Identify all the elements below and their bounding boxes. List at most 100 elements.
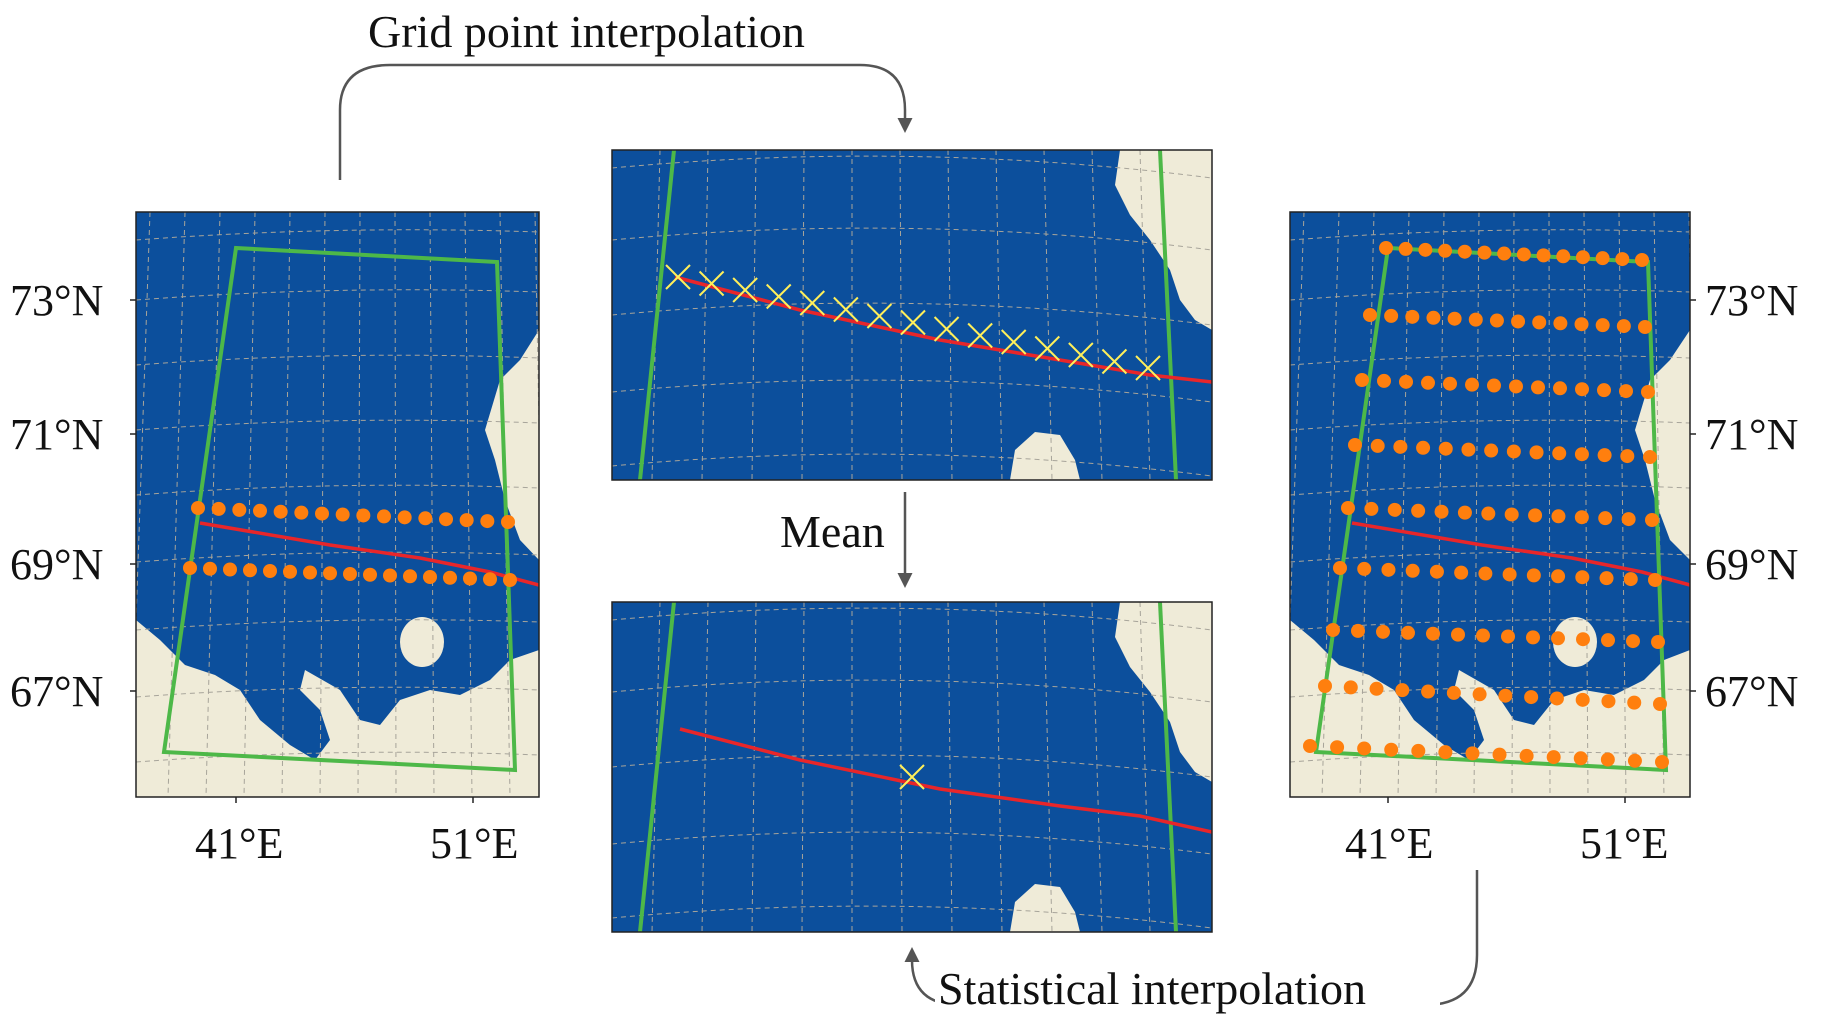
grid-point — [377, 509, 391, 524]
grid-point — [383, 568, 397, 583]
grid-point — [1446, 685, 1461, 700]
stat-interp-label: Statistical interpolation — [938, 963, 1366, 1014]
grid-point — [459, 513, 474, 528]
grid-point — [1357, 741, 1372, 756]
grid-point — [1598, 511, 1613, 526]
grid-point — [1343, 680, 1358, 695]
lon-label-41: 41°E — [1345, 819, 1433, 868]
grid-point — [1376, 624, 1390, 639]
grid-point — [1511, 314, 1526, 329]
lon-label-51: 51°E — [1580, 819, 1668, 868]
lat-label-67: 67°N — [1705, 667, 1798, 716]
grid-point — [1418, 242, 1433, 257]
domain-box-edge — [638, 602, 676, 932]
grid-point — [1476, 628, 1490, 643]
grid-point — [1615, 252, 1630, 267]
lon-label-51: 51°E — [430, 819, 518, 868]
grid-point — [1465, 377, 1479, 392]
grid-point — [1429, 564, 1444, 579]
grid-point — [483, 572, 497, 587]
grid-point — [1575, 570, 1590, 585]
lat-label-71: 71°N — [10, 410, 103, 459]
grid-point — [1532, 315, 1547, 330]
island — [1010, 432, 1080, 480]
grid-point — [1620, 449, 1635, 464]
grid-point — [480, 514, 495, 529]
grid-point — [1421, 684, 1436, 699]
grid-point — [1498, 688, 1513, 703]
mean-cross — [899, 764, 925, 790]
lat-label-69: 69°N — [1705, 540, 1798, 589]
grid-point — [1438, 745, 1453, 760]
grid-point — [1364, 501, 1379, 516]
grid-point — [1468, 312, 1483, 327]
land-east — [485, 330, 539, 560]
lat-label-73: 73°N — [1705, 276, 1798, 325]
grid-point — [1655, 755, 1669, 769]
land-south — [136, 620, 539, 797]
grid-point — [1451, 627, 1465, 642]
grid-point — [1393, 439, 1408, 454]
ship-track — [679, 727, 1212, 834]
grid-point — [1552, 446, 1567, 461]
lon-label-41: 41°E — [195, 819, 283, 868]
grid-point — [1600, 752, 1615, 767]
grid-point — [1481, 506, 1496, 521]
grid-point — [1553, 316, 1568, 331]
ship-track — [674, 275, 1212, 384]
grid-point — [1619, 384, 1633, 399]
grid-point — [418, 511, 433, 526]
grid-point — [463, 571, 477, 586]
grid-point — [1524, 690, 1539, 705]
grid-point — [1597, 448, 1612, 463]
grid-point — [1381, 562, 1396, 577]
mean-label: Mean — [780, 506, 885, 557]
island — [1553, 617, 1597, 667]
grid-point — [1549, 691, 1564, 706]
grid-point — [211, 501, 226, 516]
grid-point — [1398, 241, 1413, 256]
grid-point — [1638, 320, 1652, 334]
grid-point — [343, 567, 357, 581]
grid-point — [1395, 683, 1410, 698]
grid-point — [1506, 444, 1521, 459]
grid-point — [1401, 625, 1415, 640]
grid-point — [1531, 380, 1545, 395]
grid-point — [1574, 510, 1589, 525]
grid-point — [1621, 512, 1636, 527]
grid-point — [1472, 687, 1487, 702]
grid-point — [1526, 568, 1541, 583]
interpolated-cross — [866, 303, 893, 329]
grid-point — [1529, 445, 1544, 460]
grid-point — [1421, 375, 1435, 390]
grid-point — [1573, 751, 1588, 766]
grid-point — [1641, 385, 1655, 399]
grid-point — [1443, 376, 1457, 391]
grid-point — [294, 505, 309, 520]
grid-point — [1411, 503, 1426, 518]
interpolated-cross — [933, 316, 960, 342]
grid-point — [1438, 243, 1453, 258]
right-map-panel: 73°N 71°N 69°N 67°N 41°E 51°E — [1289, 211, 1798, 868]
grid-point — [1575, 250, 1590, 265]
interpolated-cross — [766, 283, 792, 310]
grid-point — [501, 515, 515, 529]
grid-point — [1627, 695, 1642, 710]
grid-point — [1616, 319, 1631, 334]
domain-box — [161, 245, 518, 773]
grid-point — [232, 502, 247, 517]
grid-point — [203, 561, 217, 576]
lat-label-69: 69°N — [10, 540, 103, 589]
grid-point — [1379, 241, 1393, 255]
grid-point — [183, 561, 197, 575]
grid-point — [1574, 317, 1589, 332]
grid-point — [1651, 635, 1665, 649]
grid-point — [1516, 247, 1531, 262]
interpolated-cross — [1068, 342, 1094, 368]
grid-point — [1318, 679, 1332, 693]
grid-point — [1447, 311, 1462, 326]
lat-label-73: 73°N — [10, 276, 103, 325]
grid-point — [1489, 313, 1504, 328]
grid-point — [1501, 629, 1515, 644]
grid-point — [1599, 571, 1614, 586]
